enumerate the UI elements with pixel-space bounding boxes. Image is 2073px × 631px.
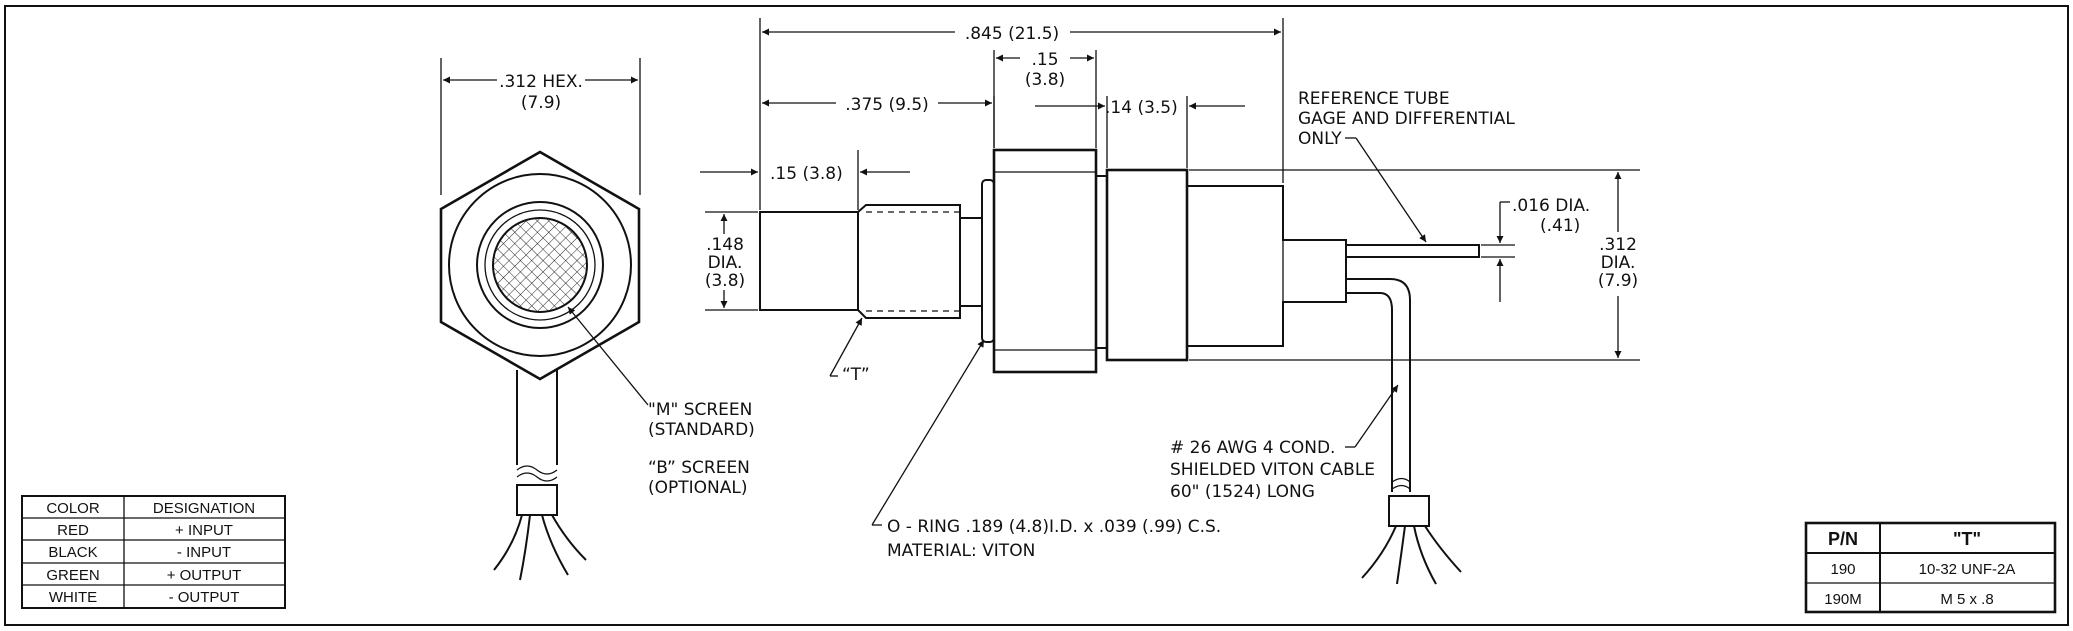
b-screen-label-1: “B” SCREEN — [648, 458, 750, 478]
part-table-header-t: "T" — [1953, 529, 1981, 549]
part-table-cell: 190 — [1830, 561, 1855, 578]
wire-table-cell: GREEN — [46, 567, 99, 584]
cable-callout-label-3: 60" (1524) LONG — [1170, 482, 1315, 502]
part-table-cell: 190M — [1824, 591, 1862, 608]
tube-dia-mm-label: (.41) — [1540, 216, 1580, 236]
thread-callout-label: “T” — [842, 365, 870, 385]
tube-dia-label: .016 DIA. — [1512, 196, 1590, 216]
tip-length-label: .15 (3.8) — [770, 164, 843, 184]
hex-nut-outline — [439, 150, 641, 381]
m-screen-label-2: (STANDARD) — [648, 420, 755, 440]
body-dia-label-3: (7.9) — [1598, 271, 1638, 291]
hex-length-label: .15 — [1031, 50, 1058, 70]
side-view — [759, 148, 1480, 585]
wire-table-cell: - INPUT — [177, 544, 231, 561]
ref-tube-label-2: GAGE AND DIFFERENTIAL — [1298, 109, 1515, 129]
hex-width-mm-label: (7.9) — [521, 93, 561, 113]
oring-callout-label-2: MATERIAL: VITON — [887, 541, 1035, 561]
hex-width-label: .312 HEX. — [499, 72, 583, 92]
ref-tube-label-3: ONLY — [1298, 129, 1342, 149]
drawing-border — [4, 5, 2069, 626]
ref-tube-label-1: REFERENCE TUBE — [1298, 89, 1450, 109]
wire-table-header-designation: DESIGNATION — [153, 500, 255, 517]
wire-table-cell: BLACK — [48, 544, 97, 561]
wire-table-cell: + OUTPUT — [167, 567, 242, 584]
part-table-header-pn: P/N — [1828, 529, 1858, 549]
wire-table-cell: RED — [57, 522, 89, 539]
part-table-cell: M 5 x .8 — [1940, 591, 1993, 608]
wire-color-table: COLOR DESIGNATION RED + INPUT BLACK - IN… — [21, 495, 286, 609]
b-screen-label-2: (OPTIONAL) — [648, 478, 748, 498]
tip-dia-label-3: (3.8) — [705, 271, 745, 291]
wire-table-cell: + INPUT — [175, 522, 233, 539]
part-number-table: P/N "T" 190 10-32 UNF-2A 190M M 5 x .8 — [1804, 521, 2057, 614]
wire-table-header-color: COLOR — [46, 500, 100, 517]
wire-table-cell: WHITE — [49, 589, 97, 606]
screen-mesh — [492, 217, 588, 313]
body-dia-label-2: DIA. — [1601, 253, 1636, 273]
overall-length-label: .845 (21.5) — [965, 24, 1059, 44]
cable-callout-label-1: # 26 AWG 4 COND. — [1170, 438, 1335, 458]
body-length-label: .14 (3.5) — [1105, 98, 1178, 118]
body-dia-label-1: .312 — [1599, 235, 1637, 255]
m-screen-label-1: "M" SCREEN — [648, 400, 752, 420]
wire-table-cell: - OUTPUT — [169, 589, 240, 606]
hex-length-mm-label: (3.8) — [1025, 70, 1065, 90]
tip-dia-label-2: DIA. — [708, 253, 743, 273]
tip-dia-label-1: .148 — [706, 235, 744, 255]
end-view: .312 HEX. (7.9) — [439, 58, 641, 581]
oring-callout-label-1: O - RING .189 (4.8)I.D. x .039 (.99) C.S… — [887, 517, 1221, 537]
part-table-cell: 10-32 UNF-2A — [1919, 561, 2016, 578]
port-length-label: .375 (9.5) — [845, 95, 929, 115]
cable-callout-label-2: SHIELDED VITON CABLE — [1170, 460, 1375, 480]
